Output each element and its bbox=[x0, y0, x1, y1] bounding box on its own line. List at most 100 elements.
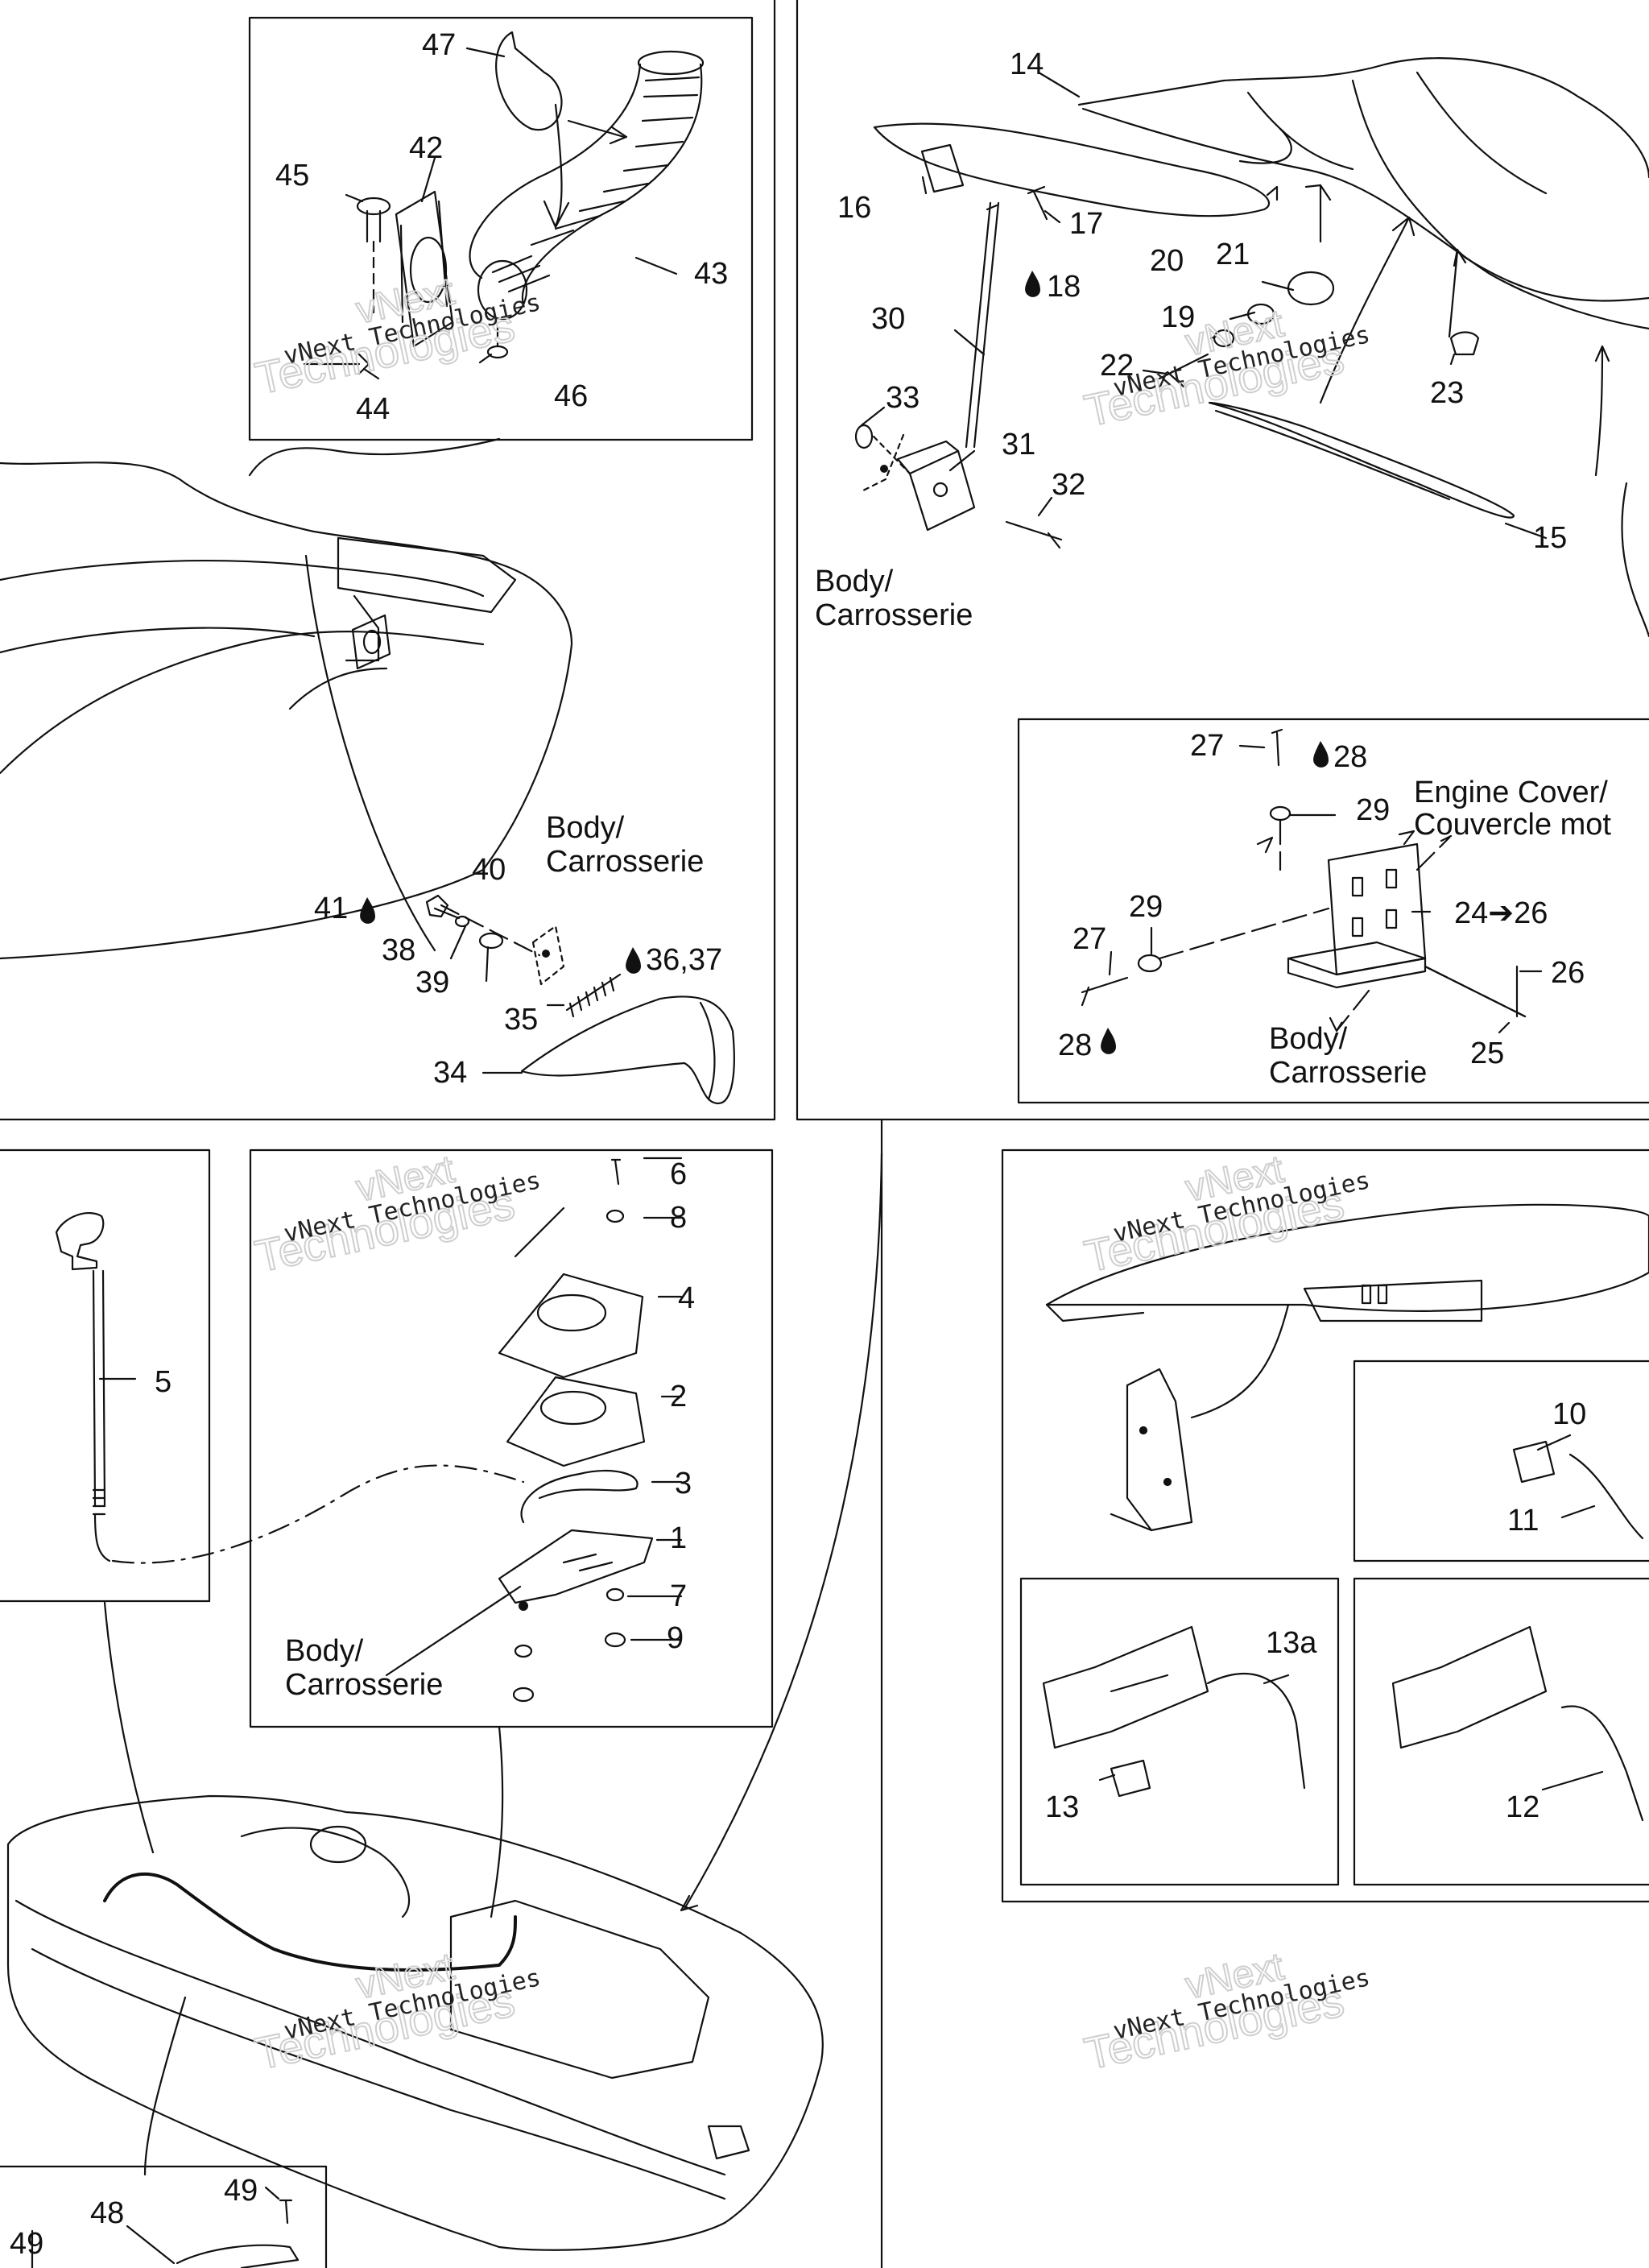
callout: 4 bbox=[678, 1281, 695, 1315]
arrows-vent bbox=[543, 103, 628, 229]
dipstick-5 bbox=[55, 1212, 111, 1562]
base-plate-1 bbox=[498, 1529, 654, 1604]
body-label-hinge-1: Body/ bbox=[1269, 1022, 1348, 1056]
callout: 36,37 bbox=[646, 943, 722, 977]
body-label-handle-2: Carrosserie bbox=[546, 845, 704, 879]
callout: 40 bbox=[472, 853, 506, 887]
body-label-strut-2: Carrosserie bbox=[815, 598, 973, 632]
body-label-handle-1: Body/ bbox=[546, 811, 625, 845]
screw-22 bbox=[1158, 353, 1209, 388]
box-vent-hose bbox=[248, 16, 754, 441]
callout: 27 bbox=[1072, 922, 1106, 956]
leader-ebox bbox=[1190, 1303, 1290, 1419]
callout: 5 bbox=[155, 1365, 172, 1399]
guide-33 bbox=[860, 433, 911, 493]
callout: 10 bbox=[1552, 1397, 1586, 1431]
boss-body bbox=[531, 925, 565, 986]
fastener-dots bbox=[519, 465, 1171, 1611]
callout: 42 bbox=[409, 131, 443, 165]
drop-icon bbox=[360, 897, 375, 924]
clip-10 bbox=[1512, 1440, 1556, 1484]
body-label-mount-2: Carrosserie bbox=[285, 1668, 443, 1702]
engine-cover-label-1: Engine Cover/ bbox=[1414, 776, 1608, 809]
storage-cover-14 bbox=[1077, 57, 1649, 330]
washer-21 bbox=[1287, 271, 1335, 306]
bracket-13a bbox=[1042, 1625, 1209, 1749]
drop-icon bbox=[1025, 271, 1040, 297]
callout: 27 bbox=[1190, 729, 1224, 763]
callout: 47 bbox=[422, 28, 456, 62]
bracket-plate bbox=[1110, 1368, 1193, 1532]
callout: 21 bbox=[1216, 238, 1250, 271]
callout-numbers: 47 42 45 43 46 44 14 16 17 18 30 20 21 1… bbox=[10, 28, 1586, 2261]
screw-17 bbox=[1027, 185, 1048, 221]
hinge-24 bbox=[1287, 842, 1427, 989]
callout: 13a bbox=[1266, 1626, 1317, 1660]
callout: 1 bbox=[670, 1521, 687, 1555]
watermarks: vNext Technologies vNext Technologies vN… bbox=[250, 269, 1372, 2080]
leaders-mount bbox=[385, 1157, 683, 1677]
box-mount bbox=[249, 1148, 774, 1728]
callout: 28 bbox=[1333, 740, 1367, 774]
nut-9 bbox=[604, 1632, 626, 1648]
leader-handle bbox=[440, 904, 541, 957]
callout: 45 bbox=[275, 159, 309, 192]
box-clip-10 bbox=[1353, 1360, 1649, 1562]
callout: 32 bbox=[1052, 468, 1085, 502]
watermark-mid-right: vNext Technologies vNext Technologies bbox=[1079, 1147, 1372, 1282]
frame-top-right bbox=[796, 0, 1649, 1121]
clip-13 bbox=[1110, 1759, 1151, 1798]
watermark-top-left: vNext Technologies vNext Technologies bbox=[250, 269, 543, 404]
callout: 46 bbox=[554, 379, 588, 413]
box-tie-13 bbox=[1019, 1577, 1340, 1886]
body-label-strut-1: Body/ bbox=[815, 565, 894, 598]
plug-45 bbox=[356, 197, 391, 243]
callout: 18 bbox=[1047, 270, 1081, 304]
callout: 30 bbox=[871, 302, 905, 336]
bracket-12 bbox=[1391, 1625, 1548, 1749]
washer-7 bbox=[605, 1587, 625, 1602]
handle-34 bbox=[520, 995, 735, 1105]
callout: 19 bbox=[1161, 300, 1195, 334]
washer-19 bbox=[1213, 329, 1235, 348]
callout: 17 bbox=[1069, 207, 1103, 241]
callout: 26 bbox=[1551, 956, 1585, 990]
leaders-cover bbox=[1238, 127, 1649, 638]
body-label-hinge-2: Carrosserie bbox=[1269, 1056, 1427, 1090]
spring-3 bbox=[520, 1469, 639, 1524]
guide-vent-1 bbox=[372, 240, 499, 348]
callout: 13 bbox=[1045, 1790, 1079, 1824]
callout: 3 bbox=[675, 1467, 692, 1500]
callout: 22 bbox=[1100, 349, 1134, 383]
watermark-mid-left: vNext Technologies vNext Technologies bbox=[250, 1147, 543, 1282]
cover-48 bbox=[176, 2244, 300, 2268]
vent-hose-43 bbox=[469, 50, 705, 321]
leader-vent-body bbox=[304, 554, 436, 952]
screw-44 bbox=[303, 353, 370, 375]
callout: 34 bbox=[433, 1056, 467, 1090]
callout: 11 bbox=[1507, 1504, 1539, 1538]
callout: 7 bbox=[670, 1579, 687, 1613]
stud-35 bbox=[565, 973, 622, 1018]
tie-12 bbox=[1560, 1705, 1644, 1822]
callout: 6 bbox=[670, 1157, 687, 1191]
tie-13a bbox=[1206, 1673, 1306, 1790]
mount-plate-2 bbox=[506, 1376, 646, 1467]
screw-27b bbox=[1081, 976, 1129, 1007]
drop-icons bbox=[360, 271, 1329, 1054]
washer-8 bbox=[605, 1209, 625, 1223]
screw-27a bbox=[1271, 728, 1283, 767]
box-dipstick bbox=[0, 1148, 211, 1603]
watermark-bottom-left: vNext Technologies vNext Technologies bbox=[250, 1944, 543, 2080]
washer-38 bbox=[454, 915, 470, 928]
washer-29a bbox=[1269, 805, 1292, 822]
callout: 49 bbox=[224, 2174, 258, 2208]
drop-icon bbox=[626, 947, 641, 974]
callout: 9 bbox=[667, 1621, 684, 1655]
callout: 24➔26 bbox=[1454, 896, 1548, 930]
callout-leaders bbox=[98, 47, 1604, 1791]
washer-7b bbox=[514, 1644, 533, 1658]
drop-icon bbox=[1313, 741, 1329, 768]
callout: 12 bbox=[1506, 1790, 1539, 1824]
